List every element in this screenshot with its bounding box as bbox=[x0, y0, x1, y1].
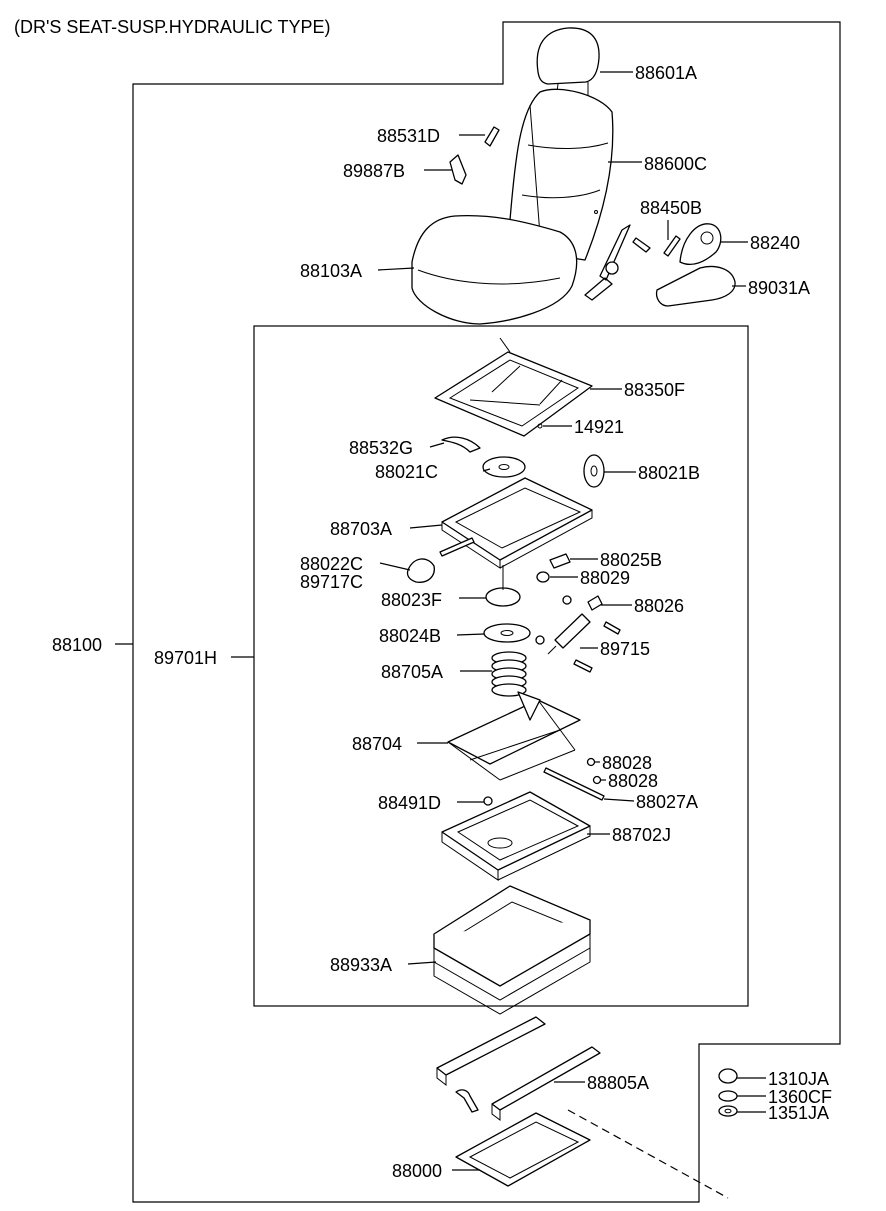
mount-plate-88703A bbox=[441, 477, 593, 569]
nut-88026 bbox=[562, 595, 572, 605]
label-88025B: 88025B bbox=[600, 550, 662, 570]
label-88027A: 88027A bbox=[636, 792, 698, 812]
label-88000: 88000 bbox=[392, 1161, 442, 1181]
label-88805A: 88805A bbox=[587, 1073, 649, 1093]
label-88705A: 88705A bbox=[381, 662, 443, 682]
seat-cushion-part bbox=[411, 215, 578, 325]
plate-88023F bbox=[485, 565, 521, 607]
label-88491D: 88491D bbox=[378, 793, 441, 813]
bush-88025B bbox=[549, 553, 571, 569]
bellows-cover-88933A bbox=[433, 885, 591, 1015]
label-88532G: 88532G bbox=[349, 438, 413, 458]
scissor-linkage-88704 bbox=[447, 691, 581, 781]
label-1360CF: 1360CF bbox=[768, 1087, 832, 1107]
bush-88029 bbox=[536, 571, 550, 583]
lever-89887B bbox=[449, 154, 467, 185]
label-88531D: 88531D bbox=[377, 126, 440, 146]
label-88022C: 88022C bbox=[300, 554, 363, 574]
label-88933A: 88933A bbox=[330, 955, 392, 975]
label-89715: 89715 bbox=[600, 639, 650, 659]
leader-lines bbox=[115, 71, 766, 1171]
damper-89715 bbox=[535, 613, 621, 673]
knob-88022C bbox=[406, 558, 435, 583]
armrest-89031A bbox=[655, 265, 736, 307]
bush-88491D bbox=[483, 796, 493, 806]
bolt-88450B bbox=[632, 237, 651, 253]
suspension-assembly-box bbox=[253, 325, 749, 1007]
bush-88028-upper bbox=[586, 757, 596, 767]
label-89717C: 89717C bbox=[300, 572, 363, 592]
gear-88021C bbox=[482, 456, 526, 478]
label-88026: 88026 bbox=[634, 596, 684, 616]
seat-frame-88350F bbox=[434, 337, 593, 437]
label-88021C: 88021C bbox=[375, 462, 438, 482]
label-88601A: 88601A bbox=[635, 63, 697, 83]
label-1310JA: 1310JA bbox=[768, 1069, 829, 1089]
label-88600C: 88600C bbox=[644, 154, 707, 174]
bush-88028-lower bbox=[592, 775, 602, 785]
shaft-88703A bbox=[439, 537, 475, 557]
knob-88531D bbox=[484, 126, 500, 147]
spring-88705A bbox=[491, 651, 527, 697]
label-88024B: 88024B bbox=[379, 626, 441, 646]
recliner-88450B bbox=[584, 224, 631, 301]
bush-88026 bbox=[587, 595, 603, 611]
label-89701H: 89701H bbox=[154, 648, 217, 668]
label-88103A: 88103A bbox=[300, 261, 362, 281]
diagram-title: (DR'S SEAT-SUSP.HYDRAULIC TYPE) bbox=[14, 17, 331, 37]
recliner-hub bbox=[605, 261, 619, 275]
assembly-boundary bbox=[132, 21, 841, 1203]
label-88702J: 88702J bbox=[612, 825, 671, 845]
label-88028-lower: 88028 bbox=[608, 771, 658, 791]
seat-back-part bbox=[509, 88, 614, 261]
washer-88024B bbox=[483, 623, 531, 643]
base-frame-88702J bbox=[441, 791, 591, 881]
label-88021B: 88021B bbox=[638, 463, 700, 483]
dashed-leader bbox=[567, 1109, 729, 1199]
label-88703A: 88703A bbox=[330, 519, 392, 539]
label-88350F: 88350F bbox=[624, 380, 685, 400]
label-89031A: 89031A bbox=[748, 278, 810, 298]
label-89887B: 89887B bbox=[343, 161, 405, 181]
label-88450B: 88450B bbox=[640, 198, 702, 218]
base-bracket-88000 bbox=[455, 1112, 591, 1187]
lever-88532G bbox=[441, 436, 481, 453]
label-88028-upper: 88028 bbox=[602, 753, 652, 773]
label-14921: 14921 bbox=[574, 417, 624, 437]
label-88023F: 88023F bbox=[381, 590, 442, 610]
slide-rails-88805A bbox=[436, 1016, 601, 1121]
label-88240: 88240 bbox=[750, 233, 800, 253]
hardware-group bbox=[718, 1068, 738, 1117]
label-88029: 88029 bbox=[580, 568, 630, 588]
label-88704: 88704 bbox=[352, 734, 402, 754]
headrest-part bbox=[536, 27, 600, 101]
rod-88027A bbox=[543, 767, 605, 801]
label-1351JA: 1351JA bbox=[768, 1103, 829, 1123]
label-88100: 88100 bbox=[52, 635, 102, 655]
pin-88450B bbox=[663, 235, 681, 257]
gear-88021B bbox=[583, 454, 605, 488]
cover-88240 bbox=[679, 223, 722, 266]
